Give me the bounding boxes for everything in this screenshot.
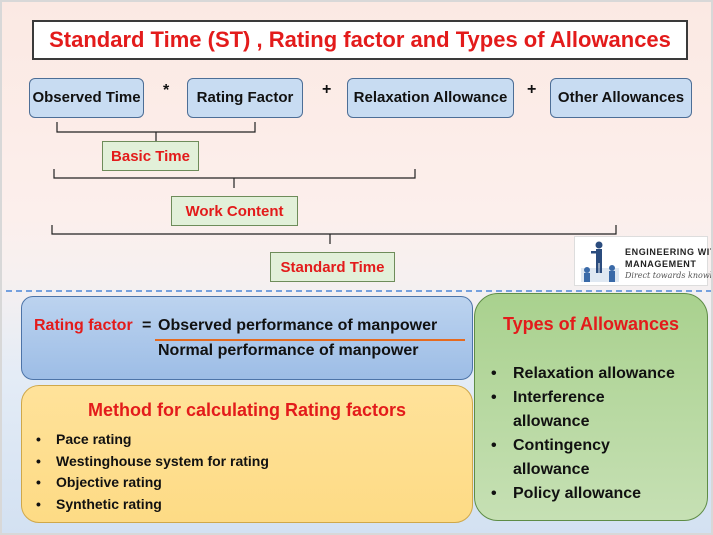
basic-time-box: Basic Time: [102, 141, 199, 171]
standard-time-box: Standard Time: [270, 252, 395, 282]
methods-list: •Pace rating •Westinghouse system for ra…: [36, 429, 269, 515]
allowance-types-box: Types of Allowances •Relaxation allowanc…: [474, 293, 708, 521]
work-content-box: Work Content: [171, 196, 298, 226]
bullet-icon: •: [36, 474, 41, 490]
bullet-icon: •: [36, 495, 41, 512]
list-item: •Relaxation allowance: [491, 362, 703, 386]
operator-multiply: *: [163, 82, 170, 99]
types-list: •Relaxation allowance •Interference allo…: [491, 362, 703, 506]
people-figures-icon: [581, 241, 619, 282]
brand-logo: ENGINEERING WITH MANAGEMENT Direct towar…: [574, 236, 711, 286]
types-title: Types of Allowances: [502, 314, 680, 334]
bullet-icon: •: [36, 431, 41, 447]
list-item: •Contingency allowance: [491, 434, 703, 482]
page-title: Standard Time (ST) , Rating factor and T…: [32, 20, 688, 60]
logo-tagline: Direct towards knowledge: [625, 271, 713, 280]
fraction-line: [155, 339, 465, 341]
list-item: •Pace rating: [36, 429, 269, 451]
term-observed-time: Observed Time: [29, 78, 144, 118]
term-rating-factor: Rating Factor: [187, 78, 303, 118]
logo-line-1: ENGINEERING WITH: [625, 247, 711, 257]
list-item: •Policy allowance: [491, 482, 703, 506]
list-item: •Objective rating: [36, 472, 269, 494]
bracket-basic-time: [56, 122, 256, 142]
list-item: •Westinghouse system for rating: [36, 451, 269, 473]
bullet-icon: •: [491, 365, 497, 382]
formula-numerator: Observed performance of manpower: [158, 317, 438, 334]
logo-line-2: MANAGEMENT: [625, 259, 697, 269]
bullet-icon: •: [491, 389, 497, 406]
bullet-icon: •: [491, 437, 497, 454]
list-item: •Synthetic rating: [36, 494, 269, 516]
rating-factor-formula-box: Rating factor = Observed performance of …: [21, 296, 473, 380]
bullet-icon: •: [36, 452, 41, 469]
term-other-allowances: Other Allowances: [550, 78, 692, 118]
formula-denominator: Normal performance of manpower: [158, 342, 419, 359]
operator-plus-1: +: [322, 81, 332, 98]
term-relaxation-allowance: Relaxation Allowance: [347, 78, 514, 118]
bracket-standard-time: [51, 225, 617, 244]
operator-plus-2: +: [527, 81, 537, 98]
methods-title: Method for calculating Rating factors: [87, 400, 407, 420]
bracket-work-content: [53, 169, 416, 188]
rating-factor-label: Rating factor: [34, 317, 133, 334]
list-item: •Interference allowance: [491, 386, 703, 434]
bullet-icon: •: [491, 485, 497, 502]
rating-methods-box: Method for calculating Rating factors •P…: [21, 385, 473, 523]
equals-sign: =: [142, 317, 152, 334]
